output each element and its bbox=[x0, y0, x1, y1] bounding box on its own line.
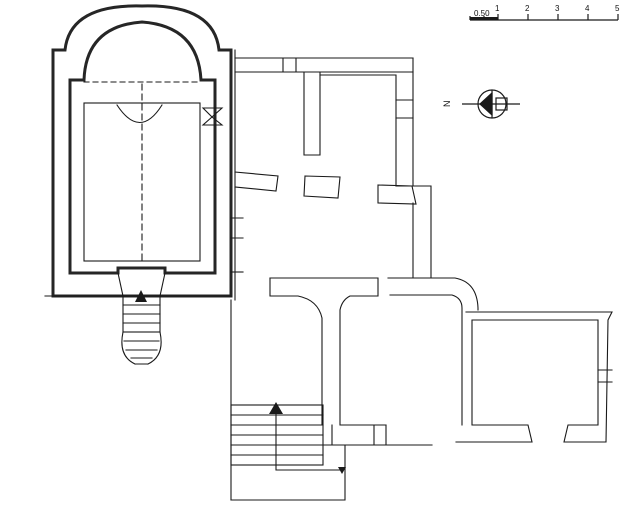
scale-label-5: 5 bbox=[615, 4, 620, 13]
stair-arrow-main bbox=[269, 402, 346, 474]
scale-label-0: 0.50 bbox=[474, 9, 490, 18]
north-label: N bbox=[442, 101, 452, 108]
scale-label-3: 3 bbox=[555, 4, 560, 13]
scale-label-1: 1 bbox=[495, 4, 500, 13]
main-building-walls bbox=[230, 49, 613, 501]
apse-chapel bbox=[51, 4, 233, 298]
north-arrow bbox=[462, 89, 520, 119]
chapel-details bbox=[44, 81, 232, 365]
scale-label-4: 4 bbox=[585, 4, 590, 13]
scale-bar: 0.50 1 2 3 4 5 bbox=[469, 4, 620, 21]
stair-arrow-chapel bbox=[135, 290, 147, 302]
scale-label-2: 2 bbox=[525, 4, 530, 13]
